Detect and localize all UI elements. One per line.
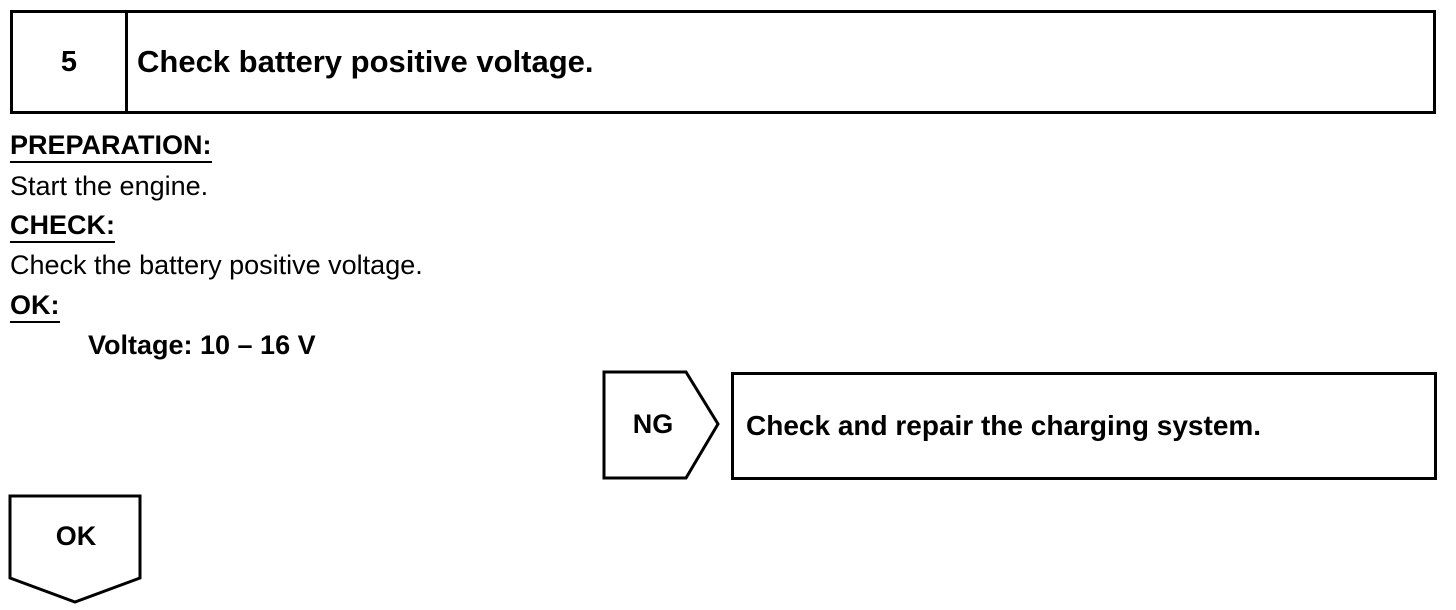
check-heading: CHECK: <box>10 210 115 243</box>
check-text: Check the battery positive voltage. <box>10 250 423 280</box>
step-title: Check battery positive voltage. <box>137 44 594 79</box>
ng-branch-label: NG <box>632 408 674 439</box>
ng-action-box: Check and repair the charging system. <box>731 372 1437 480</box>
preparation-heading: PREPARATION: <box>10 130 212 163</box>
ok-arrow-shape <box>8 494 142 604</box>
ok-spec-heading: OK: <box>10 290 60 323</box>
ng-arrow-shape <box>602 370 720 480</box>
step-header-box: 5 Check battery positive voltage. <box>10 10 1436 114</box>
step-number: 5 <box>13 13 128 111</box>
preparation-text: Start the engine. <box>10 171 209 201</box>
ok-spec-value: Voltage: 10 – 16 V <box>88 330 316 360</box>
ok-branch-label: OK <box>55 520 97 551</box>
